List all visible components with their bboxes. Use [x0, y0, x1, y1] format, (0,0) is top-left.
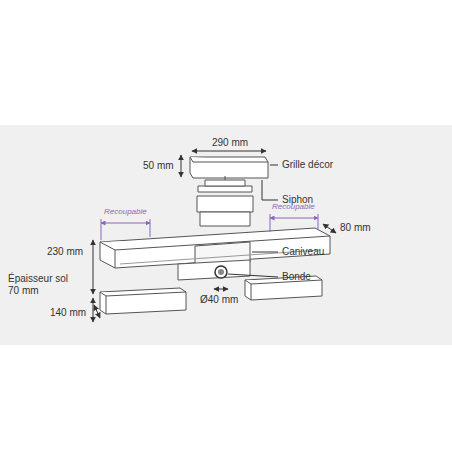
- leader-lines: [228, 165, 278, 277]
- cut-note: Recoupable: [272, 202, 315, 211]
- parts: [100, 157, 330, 314]
- cut-note: Recoupable: [104, 207, 147, 216]
- bonde-center: [218, 269, 224, 275]
- dimension-label: Ø40 mm: [200, 294, 238, 306]
- cut-marks: [101, 214, 318, 240]
- dimension-label: Épaisseur sol 70 mm: [8, 273, 72, 296]
- background-band: [0, 125, 452, 345]
- part-name: Grille décor: [282, 159, 333, 171]
- dimension-label: 290 mm: [212, 137, 248, 149]
- bonde-symbol: [215, 266, 227, 278]
- part-name: Caniveau: [282, 246, 324, 258]
- dimension-label: 230 mm: [47, 246, 83, 258]
- part-name: Bonde: [282, 271, 311, 283]
- dimension-label: 50 mm: [143, 160, 174, 172]
- dimension-lines: [93, 151, 336, 322]
- dimension-label: 80 mm: [340, 222, 371, 234]
- dimension-label: 140 mm: [50, 307, 86, 319]
